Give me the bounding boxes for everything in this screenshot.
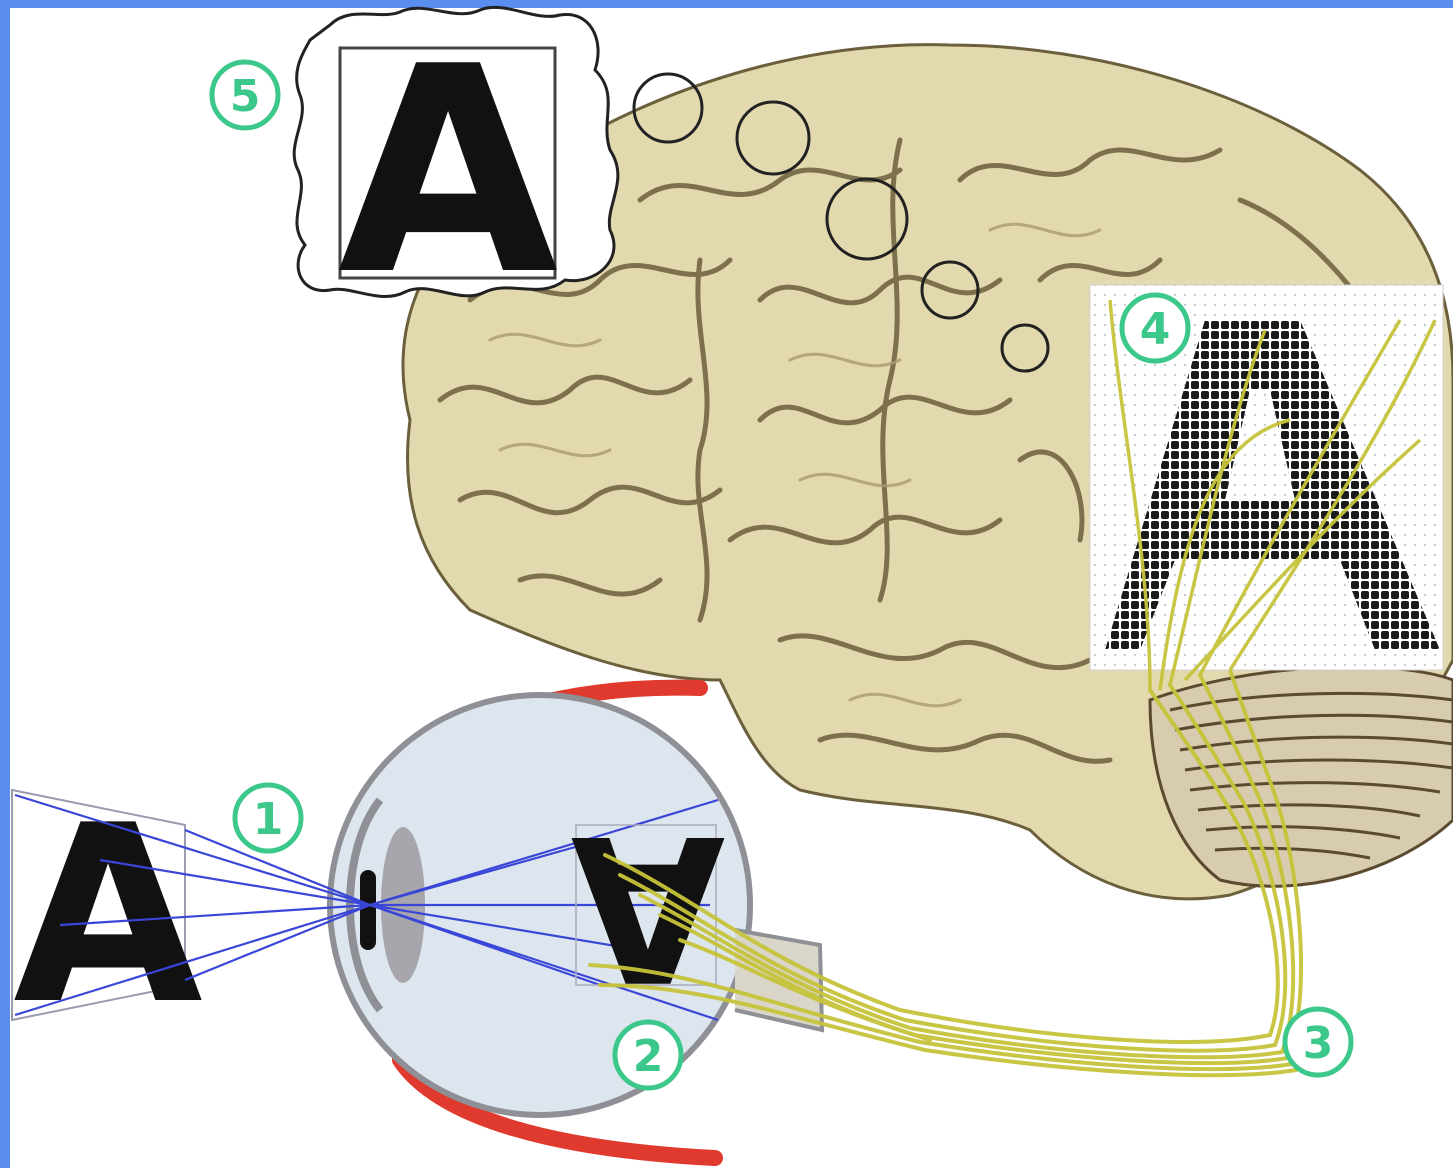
pupil [360, 870, 376, 950]
step-number-4: 4 [1140, 304, 1171, 355]
step-marker-2: 2 [612, 1019, 684, 1091]
perceived-image: A [292, 5, 620, 338]
cortex-letter: A [1266, 399, 1267, 401]
step-marker-1: 1 [232, 782, 304, 854]
optic-nerve [588, 668, 1303, 1078]
object-letter: A [13, 773, 203, 1058]
light-rays [14, 793, 719, 1022]
step-number-3: 3 [1303, 1018, 1334, 1069]
step-marker-5: 5 [209, 59, 281, 131]
cortex-circles [632, 72, 1050, 373]
brain [401, 43, 1453, 901]
step-marker-4: 4 [1119, 292, 1191, 364]
step-number-2: 2 [633, 1031, 664, 1082]
step-marker-3: 3 [1282, 1006, 1354, 1078]
perceived-letter: A [338, 6, 561, 338]
object-box: A [11, 773, 203, 1058]
step-number-1: 1 [253, 794, 284, 845]
step-number-5: 5 [230, 71, 261, 122]
